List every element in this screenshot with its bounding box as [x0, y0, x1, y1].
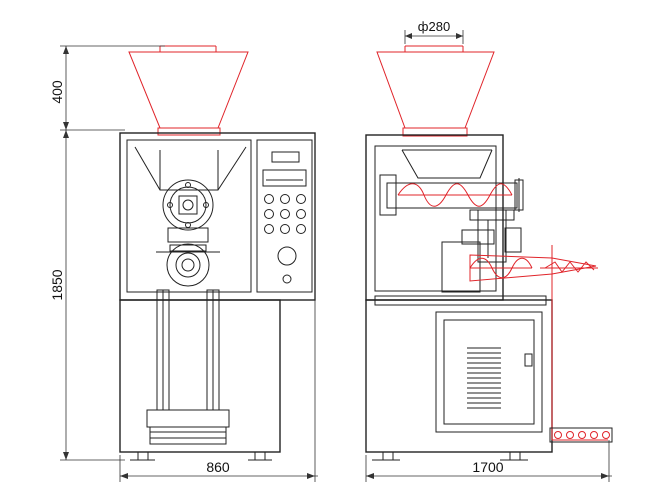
front-foot-right	[254, 451, 266, 461]
front-weighing-platform	[146, 409, 230, 445]
keypad-display	[262, 169, 307, 187]
keypad-button	[280, 209, 290, 219]
dim-total-height: 1850	[49, 269, 65, 300]
front-keypad	[264, 194, 306, 284]
keypad-button	[280, 194, 290, 204]
indicator-buttons	[554, 431, 610, 439]
keypad-button	[296, 194, 306, 204]
dim-hopper-height: 400	[49, 80, 65, 104]
side-foot-right	[509, 451, 521, 461]
side-foot-left	[382, 451, 394, 461]
lower-auger	[469, 254, 598, 282]
electrical-box-door	[435, 311, 543, 433]
front-hopper	[128, 45, 249, 136]
keypad-button	[296, 224, 306, 234]
front-discharge-flange	[156, 243, 220, 287]
power-indicator	[282, 274, 292, 284]
dim-hopper-diameter: ф280	[418, 19, 450, 34]
front-lower-frame	[119, 299, 281, 453]
dim-side-width: 1700	[472, 459, 503, 475]
keypad-button	[280, 224, 290, 234]
door-latch	[524, 353, 533, 367]
indicator-button	[566, 431, 574, 439]
selector-knob	[277, 246, 297, 266]
keypad-button	[264, 224, 274, 234]
upper-auger	[379, 174, 524, 216]
vent-grille	[467, 347, 501, 409]
side-view	[365, 45, 613, 461]
indicator-button	[602, 431, 610, 439]
indicator-button	[590, 431, 598, 439]
keypad-button	[264, 194, 274, 204]
front-view	[119, 45, 316, 461]
side-hopper	[376, 45, 495, 137]
indicator-button	[578, 431, 586, 439]
indicator-button	[554, 431, 562, 439]
side-lower-cabinet	[365, 299, 553, 453]
front-foot-left	[137, 451, 149, 461]
side-upper-cabinet	[365, 134, 504, 301]
front-motor-flange	[162, 179, 214, 243]
keypad-button	[296, 209, 306, 219]
display-screen	[271, 151, 300, 163]
keypad-button	[264, 209, 274, 219]
front-control-panel	[256, 139, 313, 293]
dim-front-width: 860	[206, 459, 230, 475]
dimension-lines	[60, 30, 612, 482]
